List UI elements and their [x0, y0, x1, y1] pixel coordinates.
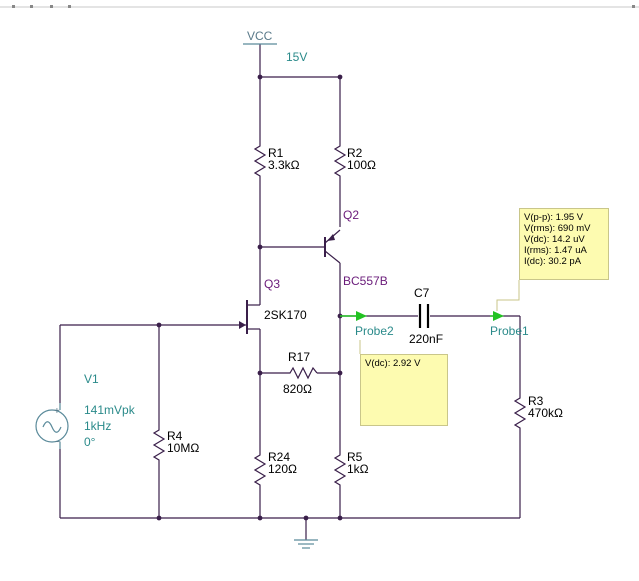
- r2-ref: R2: [347, 146, 363, 160]
- probe1-leader: [496, 280, 520, 311]
- r4-ref: R4: [167, 429, 183, 443]
- r17-ref: R17: [288, 350, 310, 364]
- v1-amplitude: 141mVpk: [84, 403, 136, 417]
- q3-part: 2SK170: [264, 308, 307, 322]
- c7-value: 220nF: [409, 332, 443, 346]
- probe1-reading: V(dc): 14.2 uV: [524, 234, 585, 245]
- probe1-marker[interactable]: [490, 311, 504, 321]
- resistor-r5[interactable]: [333, 449, 347, 487]
- resistor-r4[interactable]: [152, 424, 166, 466]
- resistor-r17[interactable]: [285, 366, 318, 380]
- q3-gate-arrow-icon: [239, 321, 246, 329]
- probe2-readout: V(dc): 2.92 V: [360, 354, 448, 426]
- vcc-value: 15V: [286, 50, 307, 64]
- r3-value: 470kΩ: [528, 406, 563, 420]
- q2-emitter-arrow-icon: [327, 234, 335, 241]
- q2-ref: Q2: [343, 208, 359, 222]
- probe1-label: Probe1: [490, 324, 529, 338]
- r2-value: 100Ω: [347, 158, 376, 172]
- capacitor-c7[interactable]: [418, 304, 430, 328]
- vcc-label: VCC: [247, 29, 273, 43]
- v1-plus-icon: +: [54, 406, 60, 417]
- q3-ref: Q3: [264, 277, 280, 291]
- probe2-marker[interactable]: [340, 311, 367, 321]
- probe1-reading: I(dc): 30.2 pA: [524, 256, 582, 267]
- wires: [59, 44, 521, 540]
- r1-value: 3.3kΩ: [268, 158, 300, 172]
- r24-ref: R24: [268, 450, 290, 464]
- c7-ref: C7: [414, 286, 430, 300]
- r1-ref: R1: [268, 146, 284, 160]
- probe1-reading: V(p-p): 1.95 V: [524, 212, 584, 223]
- v1-phase: 0°: [84, 435, 96, 449]
- sheet-corner-marks: [12, 5, 635, 8]
- r24-value: 120Ω: [268, 462, 297, 476]
- resistor-r2[interactable]: [333, 140, 347, 182]
- resistor-r3[interactable]: [513, 392, 527, 434]
- probe2-label: Probe2: [355, 324, 394, 338]
- resistor-r1[interactable]: [253, 140, 267, 182]
- r5-value: 1kΩ: [347, 462, 369, 476]
- transistor-q3[interactable]: [238, 292, 261, 340]
- v1-ref: V1: [84, 372, 99, 386]
- probe2-reading: V(dc): 2.92 V: [365, 358, 421, 369]
- r5-ref: R5: [347, 450, 363, 464]
- v1-frequency: 1kHz: [84, 419, 111, 433]
- v1-minus-icon: −: [55, 437, 61, 448]
- ground-icon[interactable]: [294, 539, 318, 549]
- r4-value: 10MΩ: [167, 441, 199, 455]
- probe1-readout: V(p-p): 1.95 V V(rms): 690 mV V(dc): 14.…: [519, 208, 609, 280]
- r3-ref: R3: [528, 394, 544, 408]
- q2-part: BC557B: [343, 274, 388, 288]
- probe1-reading: V(rms): 690 mV: [524, 223, 591, 234]
- voltage-source-v1[interactable]: [35, 403, 69, 449]
- r17-value: 820Ω: [283, 382, 312, 396]
- resistor-r24[interactable]: [253, 449, 267, 487]
- probe1-reading: I(rms): 1.47 uA: [524, 245, 587, 256]
